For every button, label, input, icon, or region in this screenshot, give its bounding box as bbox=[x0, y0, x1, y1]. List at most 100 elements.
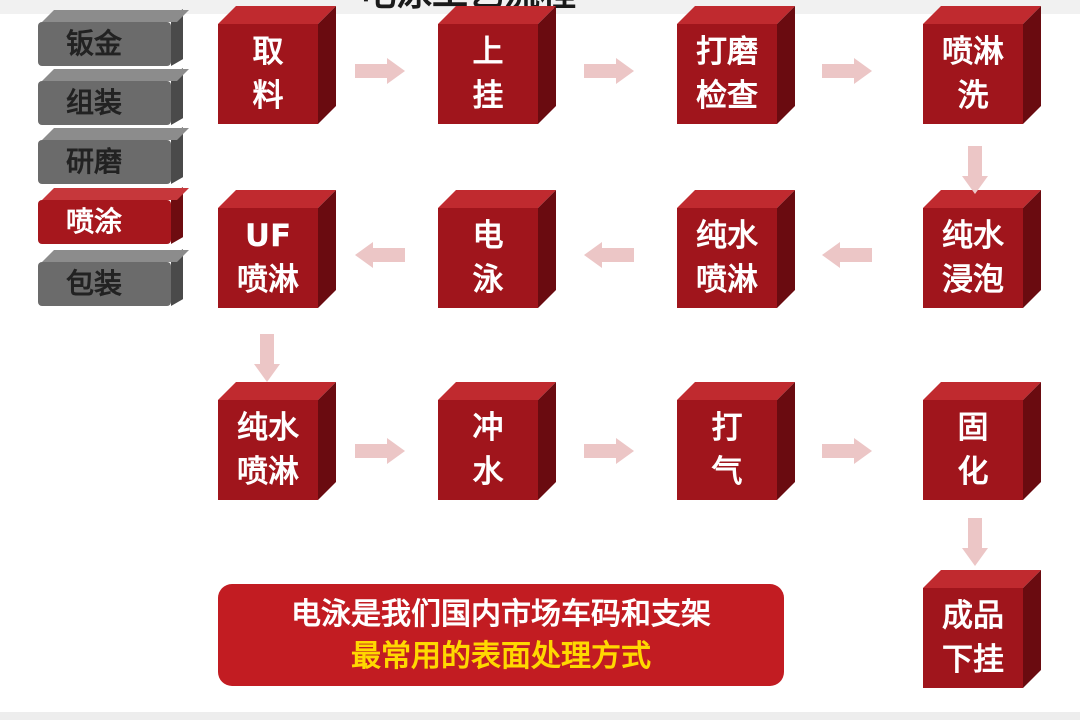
cube-front-face: 取料 bbox=[218, 24, 318, 124]
cube-side-face bbox=[318, 190, 336, 308]
step-line1: 纯水 bbox=[237, 410, 299, 446]
cube-front-face: UF 喷淋 bbox=[218, 208, 318, 308]
cube-front-face: 打气 bbox=[677, 400, 777, 500]
step-line1: 喷淋 bbox=[942, 34, 1004, 70]
category-tab-grinding: 研磨 bbox=[38, 127, 189, 190]
step-line1: 打磨 bbox=[696, 34, 758, 70]
cube-side-face bbox=[538, 382, 556, 500]
cube-front-face: 上挂 bbox=[438, 24, 538, 124]
tab-label: 喷涂 bbox=[38, 200, 171, 244]
step-line2: 泳 bbox=[472, 262, 504, 298]
cube-top-face bbox=[438, 190, 556, 208]
cube-front-face: 纯水喷淋 bbox=[677, 208, 777, 308]
tab-label: 组装 bbox=[38, 81, 171, 125]
cube-front-face: 固化 bbox=[923, 400, 1023, 500]
cube-top-face bbox=[923, 382, 1041, 400]
step-label: 打气 bbox=[712, 406, 743, 494]
step-take-material: 取料 bbox=[218, 6, 336, 124]
tab-top bbox=[42, 188, 189, 200]
step-label: 纯水喷淋 bbox=[696, 214, 758, 302]
step-label: 取料 bbox=[253, 30, 284, 118]
cube-front-face: 冲水 bbox=[438, 400, 538, 500]
step-line1: 电 bbox=[472, 218, 504, 254]
step-line2: 水 bbox=[472, 454, 504, 490]
step-electrophoresis: 电泳 bbox=[438, 190, 556, 308]
tab-top bbox=[42, 250, 189, 262]
cube-top-face bbox=[923, 570, 1041, 588]
step-label: 纯水喷淋 bbox=[237, 406, 299, 494]
category-tab-packaging: 包装 bbox=[38, 249, 189, 312]
cube-front-face: 电泳 bbox=[438, 208, 538, 308]
step-air-blow: 打气 bbox=[677, 382, 795, 500]
step-label: 纯水浸泡 bbox=[942, 214, 1004, 302]
step-label: 打磨检查 bbox=[696, 30, 758, 118]
step-finished-unload: 成品下挂 bbox=[923, 570, 1041, 688]
step-line2: 喷淋 bbox=[696, 262, 758, 298]
step-line1: 成品 bbox=[942, 598, 1004, 634]
step-line1: 打 bbox=[711, 410, 743, 446]
step-uf-spray: UF 喷淋 bbox=[218, 190, 336, 308]
step-pure-water-spray: 纯水喷淋 bbox=[677, 190, 795, 308]
cube-top-face bbox=[923, 6, 1041, 24]
step-line2: 下挂 bbox=[942, 642, 1004, 678]
step-curing: 固化 bbox=[923, 382, 1041, 500]
step-line2: 挂 bbox=[472, 78, 504, 114]
tab-top bbox=[42, 69, 189, 81]
slide-bottom-strip bbox=[0, 712, 1080, 720]
cube-side-face bbox=[538, 190, 556, 308]
step-line1: 纯水 bbox=[696, 218, 758, 254]
step-line2: 检查 bbox=[696, 78, 758, 114]
cube-front-face: 纯水浸泡 bbox=[923, 208, 1023, 308]
cube-front-face: 打磨检查 bbox=[677, 24, 777, 124]
step-line2: 喷淋 bbox=[237, 262, 299, 298]
cube-top-face bbox=[218, 6, 336, 24]
cube-side-face bbox=[318, 382, 336, 500]
cube-side-face bbox=[318, 6, 336, 124]
step-label: 上挂 bbox=[473, 30, 504, 118]
category-tab-assembly: 组装 bbox=[38, 68, 189, 131]
step-line2: 料 bbox=[252, 78, 284, 114]
step-line1: 取 bbox=[252, 34, 284, 70]
cube-side-face bbox=[1023, 190, 1041, 308]
tab-top bbox=[42, 128, 189, 140]
step-line1: 固 bbox=[957, 410, 989, 446]
step-spray-wash: 喷淋洗 bbox=[923, 6, 1041, 124]
step-line1: 纯水 bbox=[942, 218, 1004, 254]
step-line2: 化 bbox=[957, 454, 989, 490]
step-label: 成品下挂 bbox=[942, 594, 1004, 682]
note-line2: 最常用的表面处理方式 bbox=[351, 639, 651, 674]
step-line2: 洗 bbox=[957, 78, 989, 114]
tab-label: 研磨 bbox=[38, 140, 171, 184]
cube-top-face bbox=[677, 190, 795, 208]
cube-side-face bbox=[1023, 382, 1041, 500]
cube-top-face bbox=[218, 382, 336, 400]
step-line1: 冲 bbox=[472, 410, 504, 446]
step-pure-water-spray-2: 纯水喷淋 bbox=[218, 382, 336, 500]
tab-label: 包装 bbox=[38, 262, 171, 306]
category-tab-coating: 喷涂 bbox=[38, 187, 189, 250]
cube-top-face bbox=[438, 6, 556, 24]
step-rinse: 冲水 bbox=[438, 382, 556, 500]
step-line2: 气 bbox=[711, 454, 743, 490]
cube-side-face bbox=[777, 382, 795, 500]
cube-top-face bbox=[438, 382, 556, 400]
cube-top-face bbox=[218, 190, 336, 208]
cube-side-face bbox=[538, 6, 556, 124]
cube-front-face: 纯水喷淋 bbox=[218, 400, 318, 500]
step-pure-water-soak: 纯水浸泡 bbox=[923, 190, 1041, 308]
cube-side-face bbox=[1023, 570, 1041, 688]
step-label: 喷淋洗 bbox=[942, 30, 1004, 118]
tab-top bbox=[42, 10, 189, 22]
step-grind-inspect: 打磨检查 bbox=[677, 6, 795, 124]
step-line1: UF bbox=[244, 218, 292, 254]
tab-label: 钣金 bbox=[38, 22, 171, 66]
step-label: 固化 bbox=[958, 406, 989, 494]
note-banner: 电泳是我们国内市场车码和支架 最常用的表面处理方式 bbox=[218, 584, 784, 686]
cube-top-face bbox=[677, 382, 795, 400]
category-tab-sheet-metal: 钣金 bbox=[38, 9, 189, 72]
step-label: UF 喷淋 bbox=[237, 214, 299, 302]
cube-side-face bbox=[777, 6, 795, 124]
step-label: 电泳 bbox=[473, 214, 504, 302]
cube-front-face: 成品下挂 bbox=[923, 588, 1023, 688]
step-line2: 浸泡 bbox=[942, 262, 1004, 298]
